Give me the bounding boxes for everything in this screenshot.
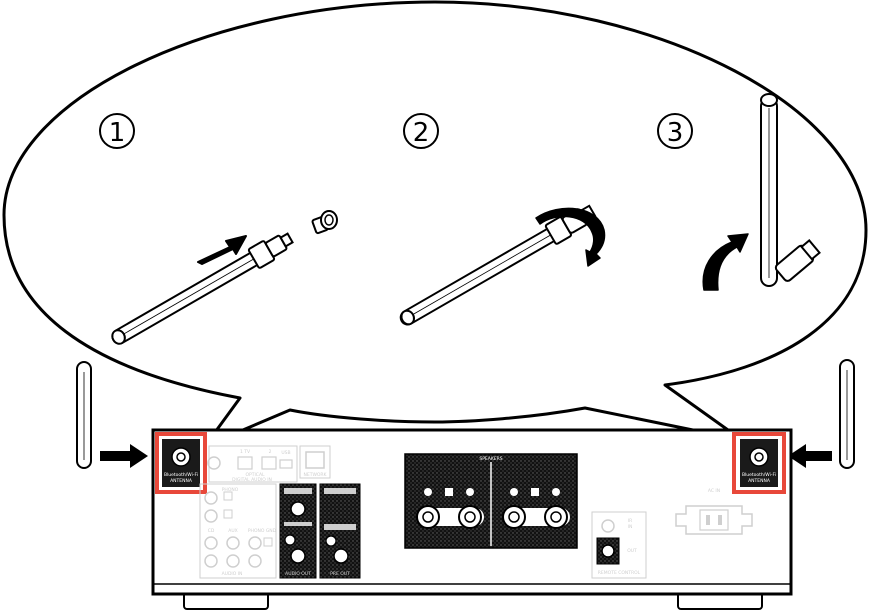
svg-text:Bluetooth/Wi-Fi: Bluetooth/Wi-Fi xyxy=(742,472,776,478)
svg-text:AUDIO IN: AUDIO IN xyxy=(222,571,243,577)
svg-text:Bluetooth/Wi-Fi: Bluetooth/Wi-Fi xyxy=(164,472,198,478)
audio-out-section: AUDIO OUT xyxy=(279,483,317,579)
svg-text:DIGITAL AUDIO IN: DIGITAL AUDIO IN xyxy=(232,477,272,483)
svg-text:1 TV: 1 TV xyxy=(240,449,251,455)
antenna-icon xyxy=(76,361,92,469)
side-antenna-right xyxy=(788,359,855,469)
svg-text:NETWORK: NETWORK xyxy=(303,472,327,478)
svg-text:2: 2 xyxy=(413,118,430,148)
svg-text:OPTICAL: OPTICAL xyxy=(245,472,265,478)
svg-text:1: 1 xyxy=(109,118,126,148)
antenna-icon xyxy=(111,232,294,345)
svg-text:CD: CD xyxy=(208,528,215,534)
step-3-illustration xyxy=(702,93,821,291)
antenna-jack-left: Bluetooth/Wi-Fi ANTENNA xyxy=(155,432,207,494)
svg-text:OUT: OUT xyxy=(627,548,637,554)
audio-in-section: PHONO CD AUX PHONO GND AUDIO IN xyxy=(199,483,277,579)
arrow-right-icon xyxy=(197,235,247,265)
rotate-arrow-icon xyxy=(535,207,606,267)
svg-text:PHONO GND: PHONO GND xyxy=(248,528,277,534)
antenna-icon xyxy=(760,93,821,287)
network-port: NETWORK xyxy=(299,445,331,479)
step-3-number: 3 xyxy=(657,113,693,149)
curved-up-arrow-icon xyxy=(702,233,749,291)
arrow-right-icon xyxy=(100,444,148,468)
speakers-section: SPEAKERS xyxy=(404,453,578,549)
ac-inlet: AC IN xyxy=(675,488,753,535)
svg-text:ANTENNA: ANTENNA xyxy=(170,478,193,484)
arrow-left-icon xyxy=(788,444,832,468)
pre-out-section: PRE OUT xyxy=(319,483,361,579)
svg-text:PRE OUT: PRE OUT xyxy=(330,571,350,577)
svg-text:AUDIO OUT: AUDIO OUT xyxy=(285,571,311,577)
device-rear-panel: Bluetooth/Wi-Fi ANTENNA 1 TV 2 OPTICAL D… xyxy=(151,428,793,610)
svg-text:3: 3 xyxy=(667,118,684,148)
callout-bubble xyxy=(2,0,868,448)
step-2-number: 2 xyxy=(403,113,439,149)
svg-text:2: 2 xyxy=(269,449,272,455)
svg-text:IN: IN xyxy=(628,524,633,530)
svg-text:AUX: AUX xyxy=(228,528,237,534)
svg-text:ANTENNA: ANTENNA xyxy=(748,478,771,484)
svg-text:USB: USB xyxy=(281,450,290,456)
antenna-jack-right: Bluetooth/Wi-Fi ANTENNA xyxy=(732,432,786,494)
step-2-illustration xyxy=(399,204,606,326)
digital-audio-in-section: 1 TV 2 OPTICAL DIGITAL AUDIO IN USB xyxy=(207,445,298,483)
antenna-icon xyxy=(839,359,855,469)
step-1-number: 1 xyxy=(99,113,135,149)
screw-cap-icon xyxy=(311,210,338,235)
svg-text:SPEAKERS: SPEAKERS xyxy=(479,456,502,462)
svg-text:IR: IR xyxy=(628,518,632,524)
svg-text:AC IN: AC IN xyxy=(708,488,720,494)
svg-text:REMOTE CONTROL: REMOTE CONTROL xyxy=(598,570,641,576)
step-1-illustration xyxy=(111,210,338,345)
remote-control-section: IR IN OUT REMOTE CONTROL xyxy=(591,511,647,579)
svg-text:PHONO: PHONO xyxy=(222,487,239,493)
side-antenna-left xyxy=(76,361,148,469)
